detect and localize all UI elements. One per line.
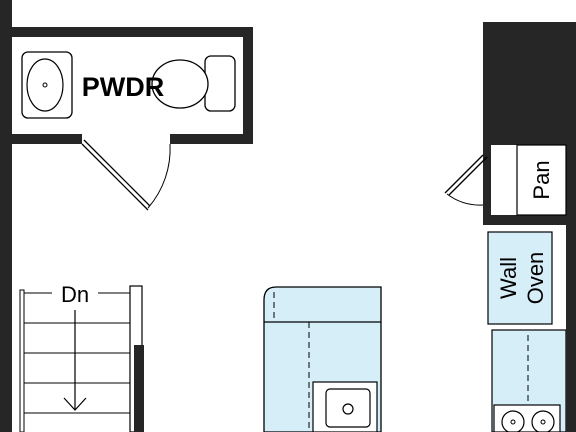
wall-oven: Wall Oven [487,225,576,325]
kitchen-island [263,286,382,432]
right-counter [491,325,576,432]
wall-oven-box [487,231,553,325]
wall-oven-label-line1: Wall [496,257,521,299]
wall-right-upper [483,22,576,145]
wall-right-bottom [566,325,576,432]
pwdr-wall-right [243,27,253,144]
pantry-area: Pan [444,22,576,225]
powder-room-label: PWDR [82,72,165,102]
wall-right-lower [483,215,576,225]
stairs-label: Dn [61,282,89,307]
wall-right-mid [566,225,576,325]
stair-wall-right [134,345,144,432]
sink-icon [21,51,73,119]
pantry-label: Pan [529,160,554,199]
wall-oven-label-line2: Oven [523,252,548,305]
pantry-box [516,144,567,216]
pantry-door[interactable] [444,154,488,206]
wall-right-strip [566,145,576,225]
pwdr-wall-bottom-left [12,134,82,144]
wall-left [0,0,12,432]
toilet-icon [151,55,236,112]
stairs: Dn [19,282,144,432]
stair-rail-left [19,289,25,432]
pwdr-door[interactable] [81,139,171,211]
powder-room: PWDR [12,27,253,211]
cooktop-icon [493,404,561,432]
wall-right-divider [483,145,491,225]
stairs-down-arrow-icon [63,310,87,411]
pwdr-wall-top [12,27,253,37]
island-sink-icon [312,381,378,432]
pwdr-wall-bottom-right [170,134,253,144]
